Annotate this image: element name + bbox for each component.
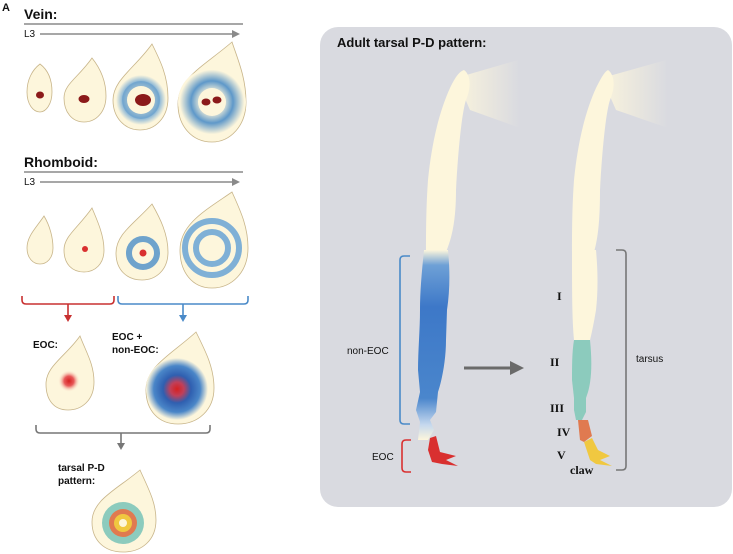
rhomboid-disc-1 (26, 215, 54, 265)
segment-V-label: V (557, 448, 566, 462)
eoc-label: EOC: (33, 340, 58, 351)
segment-IV-shape (578, 420, 592, 442)
tarsal-label-line1: tarsal P-D (58, 463, 105, 474)
eoc-noneoc-label-line2: non-EOC: (112, 345, 159, 356)
tarsal-label-line2: pattern: (58, 476, 95, 487)
vein-spot (201, 98, 211, 106)
eoc-bracket (401, 439, 411, 473)
vein-disc-2 (63, 57, 107, 123)
left-leg (416, 60, 520, 466)
vein-arrowhead (232, 30, 240, 38)
rhomboid-stage-label: L3 (24, 177, 36, 188)
panel-label: A (2, 2, 10, 14)
right-leg (572, 60, 668, 466)
adult-panel (320, 27, 732, 507)
blue-bracket (117, 296, 249, 305)
segment-V-shape (584, 438, 612, 466)
claw-label: claw (570, 463, 594, 477)
vein-spot (135, 94, 151, 106)
vein-title: Vein: (24, 6, 57, 22)
tarsus-label: tarsus (636, 354, 663, 365)
vein-disc-4 (177, 41, 247, 143)
vein-spot (212, 96, 222, 104)
non-eoc-bracket (399, 255, 410, 425)
tarsus-bracket (616, 249, 627, 471)
segment-II-shape (572, 340, 592, 398)
rhomboid-disc-2 (63, 207, 105, 273)
eoc-claw (428, 436, 458, 466)
vein-stage-label: L3 (24, 29, 36, 40)
tarsal-pd-disc (91, 469, 157, 553)
segment-IV-label: IV (557, 425, 571, 439)
non-eoc-label: non-EOC (347, 346, 389, 357)
gray-arrowhead (117, 443, 125, 450)
segment-III-shape (574, 398, 586, 420)
blue-arrowhead (179, 315, 187, 322)
eoc-disc (45, 335, 95, 411)
adult-eoc-label: EOC (372, 452, 394, 463)
rhomboid-spot (82, 246, 88, 252)
rhomboid-disc-4 (179, 191, 249, 289)
segment-II-label: II (550, 355, 560, 369)
rhomboid-arrowhead (232, 178, 240, 186)
vein-spot (36, 91, 44, 99)
segment-III-label: III (550, 401, 564, 415)
vein-spot (78, 95, 90, 103)
rhomboid-title: Rhomboid: (24, 154, 98, 170)
adult-panel-title: Adult tarsal P-D pattern: (337, 35, 487, 50)
eoc-noneoc-label-line1: EOC + (112, 332, 142, 343)
rhomboid-spot (139, 249, 147, 257)
red-bracket (21, 296, 115, 305)
vein-disc-1 (26, 63, 53, 113)
red-arrowhead (64, 315, 72, 322)
transition-arrowhead (510, 361, 524, 375)
segment-I-shape (572, 250, 598, 340)
segment-I-label: I (557, 289, 562, 303)
eoc-noneoc-disc (145, 331, 215, 425)
rhomboid-disc-3 (115, 203, 169, 281)
vein-disc-3 (112, 43, 169, 131)
gray-bracket (35, 425, 211, 434)
